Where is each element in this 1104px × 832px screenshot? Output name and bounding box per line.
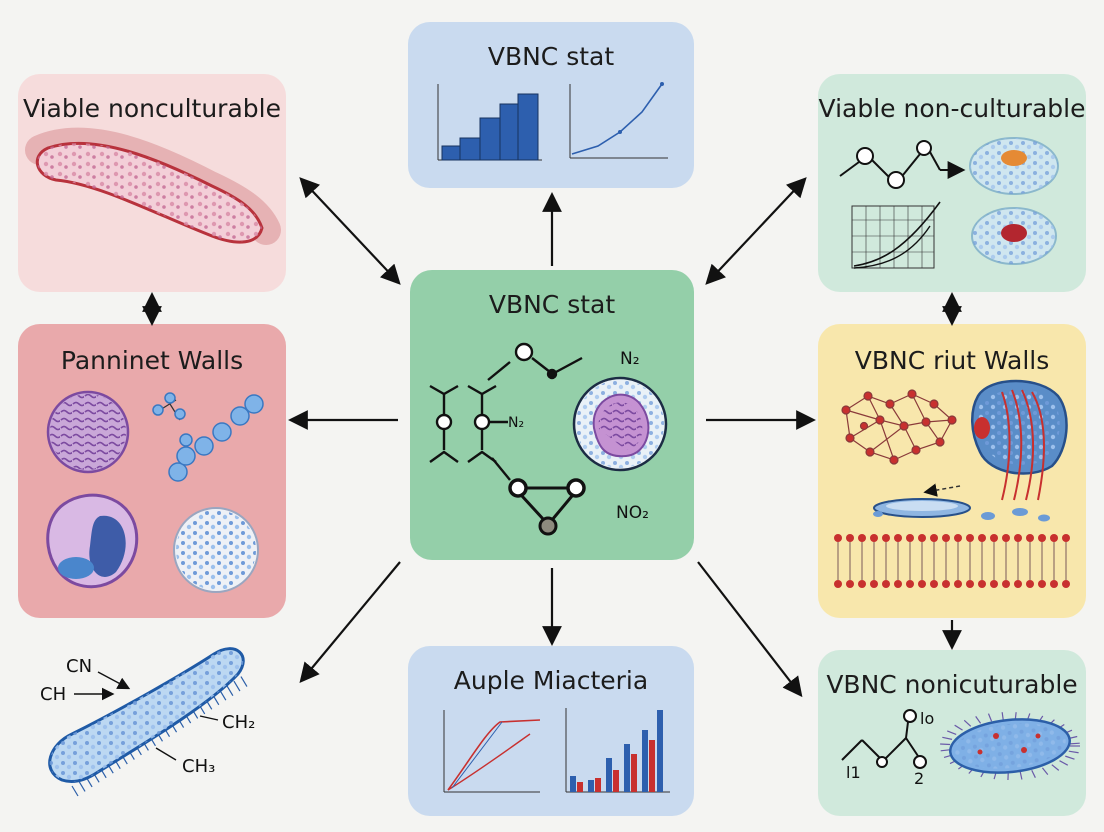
top-line-chart [569,82,668,159]
panel-title: VBNC stat [488,290,616,319]
panel-title: VBNC riut Walls [854,346,1050,375]
cell-orange-nucleus [969,137,1059,195]
panel-title: VBNC nonicuturable [826,670,1078,699]
arrow-topleft-center [299,177,401,285]
molecule-diagram [839,140,966,189]
label-cn: CN [66,656,92,677]
arrow-topright-center [705,177,807,285]
chemical-structure [429,342,586,536]
membrane-disk [873,483,1050,522]
label-l1: l1 [846,763,861,782]
arrow-center-to-bottomright [697,561,803,698]
bottom-bar-chart [565,708,670,793]
label-n2-left: N₂ [508,415,524,431]
connection-arrows [142,177,962,698]
panel-title: Panninet Walls [60,346,244,375]
pointer-lines [74,671,219,761]
rod-bacterium-illustration [25,127,281,245]
label-2: 2 [914,769,924,788]
ciliated-blue-bacterium [940,712,1080,781]
label-no2: NO₂ [616,503,649,523]
panel-title: VBNC stat [487,42,615,71]
label-ch3: CH₃ [182,756,215,777]
channel-cell [971,379,1068,501]
cell-red-nucleus [971,207,1057,265]
label-ch2: CH₂ [222,712,255,733]
lipid-bilayer [834,534,1070,588]
mitochondria-cell [572,376,668,472]
purple-cell [46,390,130,474]
bottom-line-chart [443,710,541,793]
dividing-cell [46,493,139,589]
label-ch: CH [40,684,66,705]
label-n2-top: N₂ [620,349,640,369]
panel-title: Viable non-culturable [818,94,1086,123]
panel-title: Auple Miacteria [453,666,649,695]
speckled-cell [173,507,259,593]
node-network [841,389,957,465]
top-bar-chart [437,84,542,161]
label-lo: lo [920,709,934,728]
panel-viable-nonculturable: Viable nonculturable [18,74,286,292]
panel-title: Viable nonculturable [23,94,281,123]
arrow-center-to-bottomleft [299,561,401,684]
small-molecule [841,709,927,769]
blue-bead-chain [152,392,264,482]
growth-line-chart [851,201,941,269]
blue-rod-bacterium [48,647,248,797]
